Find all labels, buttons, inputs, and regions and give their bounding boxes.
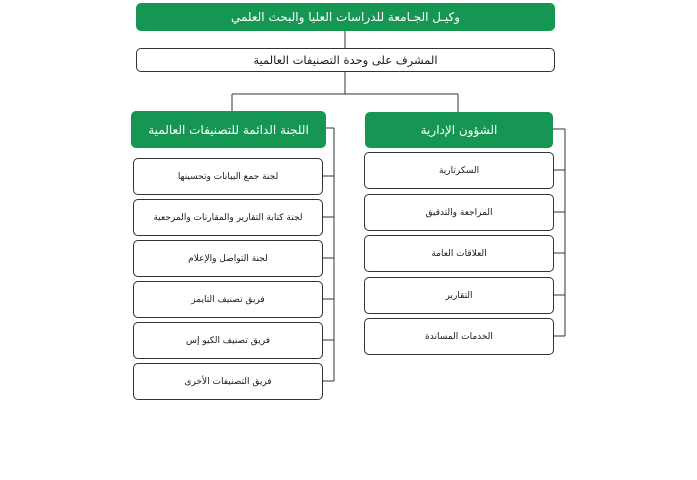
left-item-label: فريق التصنيفات الأخرى: [184, 376, 272, 387]
permanent-committee-box: اللجنة الدائمة للتصنيفات العالمية: [131, 111, 326, 148]
left-item-label: فريق تصنيف الكيو إس: [186, 335, 270, 346]
administrative-affairs-label: الشؤون الإدارية: [420, 123, 498, 137]
left-item-qs-ranking: فريق تصنيف الكيو إس: [133, 322, 323, 359]
left-item-label: لجنة التواصل والإعلام: [188, 253, 268, 264]
right-item-secretariat: السكرتارية: [364, 152, 554, 189]
right-item-reports: التقارير: [364, 277, 554, 314]
left-item-label: فريق تصنيف التايمز: [191, 294, 265, 305]
right-item-label: المراجعة والتدقيق: [425, 207, 493, 218]
left-item-communication-media: لجنة التواصل والإعلام: [133, 240, 323, 277]
permanent-committee-label: اللجنة الدائمة للتصنيفات العالمية: [148, 122, 309, 137]
right-item-review-audit: المراجعة والتدقيق: [364, 194, 554, 231]
vice-rector-box: وكيـل الجـامعة للدراسات العليا والبحث ال…: [136, 3, 555, 31]
supervisor-label: المشرف على وحدة التصنيفات العالمية: [253, 53, 438, 67]
right-item-label: الخدمات المساندة: [425, 331, 493, 342]
left-item-data-collection: لجنة جمع البيانات وتحسينها: [133, 158, 323, 195]
supervisor-box: المشرف على وحدة التصنيفات العالمية: [136, 48, 555, 72]
administrative-affairs-box: الشؤون الإدارية: [365, 112, 553, 148]
left-item-other-rankings: فريق التصنيفات الأخرى: [133, 363, 323, 400]
right-item-label: العلاقات العامة: [431, 248, 487, 259]
right-item-support-services: الخدمات المساندة: [364, 318, 554, 355]
left-item-times-ranking: فريق تصنيف التايمز: [133, 281, 323, 318]
right-item-label: التقارير: [445, 290, 473, 301]
left-item-label: لجنة كتابة التقارير والمقارنات والمرجعية: [153, 212, 303, 223]
right-item-public-relations: العلاقات العامة: [364, 235, 554, 272]
right-item-label: السكرتارية: [438, 165, 480, 176]
vice-rector-label: وكيـل الجـامعة للدراسات العليا والبحث ال…: [230, 10, 461, 24]
left-item-label: لجنة جمع البيانات وتحسينها: [177, 171, 279, 182]
left-item-reports-benchmarking: لجنة كتابة التقارير والمقارنات والمرجعية: [133, 199, 323, 236]
